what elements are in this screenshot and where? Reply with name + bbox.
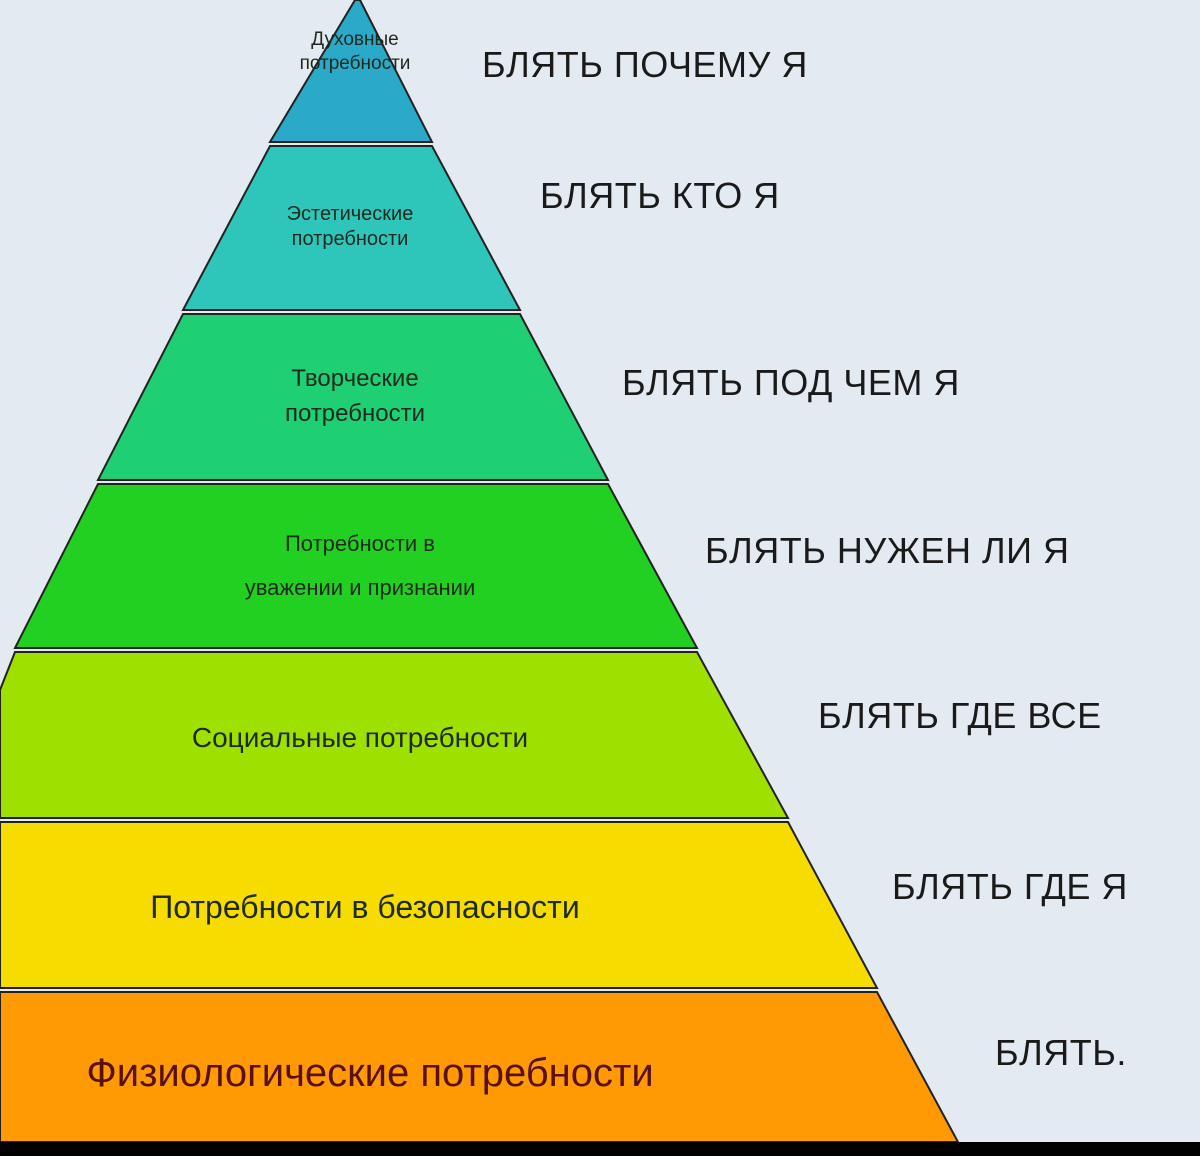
layer-7-label-line-1: Физиологические потребности <box>86 1051 654 1095</box>
layer-1-label-line-2: потребности <box>299 52 411 74</box>
layer-7-label: Физиологические потребности <box>0 1048 740 1098</box>
layer-2-label-line-1: Эстетические <box>286 203 414 225</box>
layer-1-shape <box>268 0 434 143</box>
layer-4-label: Потребности в уважении и признании <box>160 522 560 610</box>
caption-layer-5: БЛЯТЬ ГДЕ ВСЕ <box>818 695 1102 736</box>
caption-layer-3: БЛЯТЬ ПОД ЧЕМ Я <box>622 362 960 403</box>
layer-6-label-line-1: Потребности в безопасности <box>150 889 580 925</box>
layer-1-label: Духовные потребности <box>250 28 460 76</box>
layer-5-label-line-1: Социальные потребности <box>191 722 529 753</box>
caption-layer-4: БЛЯТЬ НУЖЕН ЛИ Я <box>705 530 1070 571</box>
bottom-black-bar <box>0 1142 1200 1156</box>
layer-4-shape <box>13 483 699 649</box>
layer-3-label-line-1: Творческие <box>291 365 419 392</box>
layer-2-label-line-2: потребности <box>291 228 409 250</box>
caption-layer-7: БЛЯТЬ. <box>995 1032 1127 1073</box>
layer-2-shape <box>181 145 522 311</box>
layer-3-label: Творческие потребности <box>210 362 500 432</box>
layer-4-label-line-1: Потребности в <box>284 531 435 556</box>
layer-3-shape <box>96 313 610 481</box>
caption-layer-1: БЛЯТЬ ПОЧЕМУ Я <box>482 44 808 85</box>
caption-layer-2: БЛЯТЬ КТО Я <box>540 175 780 216</box>
layer-7-shape <box>0 991 960 1142</box>
layer-4-label-line-2: уважении и признании <box>244 575 476 600</box>
layer-1-label-line-1: Духовные <box>311 29 399 50</box>
caption-layer-6: БЛЯТЬ ГДЕ Я <box>892 866 1128 907</box>
layer-2-label: Эстетические потребности <box>230 202 470 252</box>
layer-6-label: Потребности в безопасности <box>60 887 670 927</box>
layer-6-shape <box>0 821 879 989</box>
layer-3-label-line-2: потребности <box>285 399 425 427</box>
layer-5-shape <box>0 651 790 819</box>
layer-5-label: Социальные потребности <box>110 720 610 755</box>
